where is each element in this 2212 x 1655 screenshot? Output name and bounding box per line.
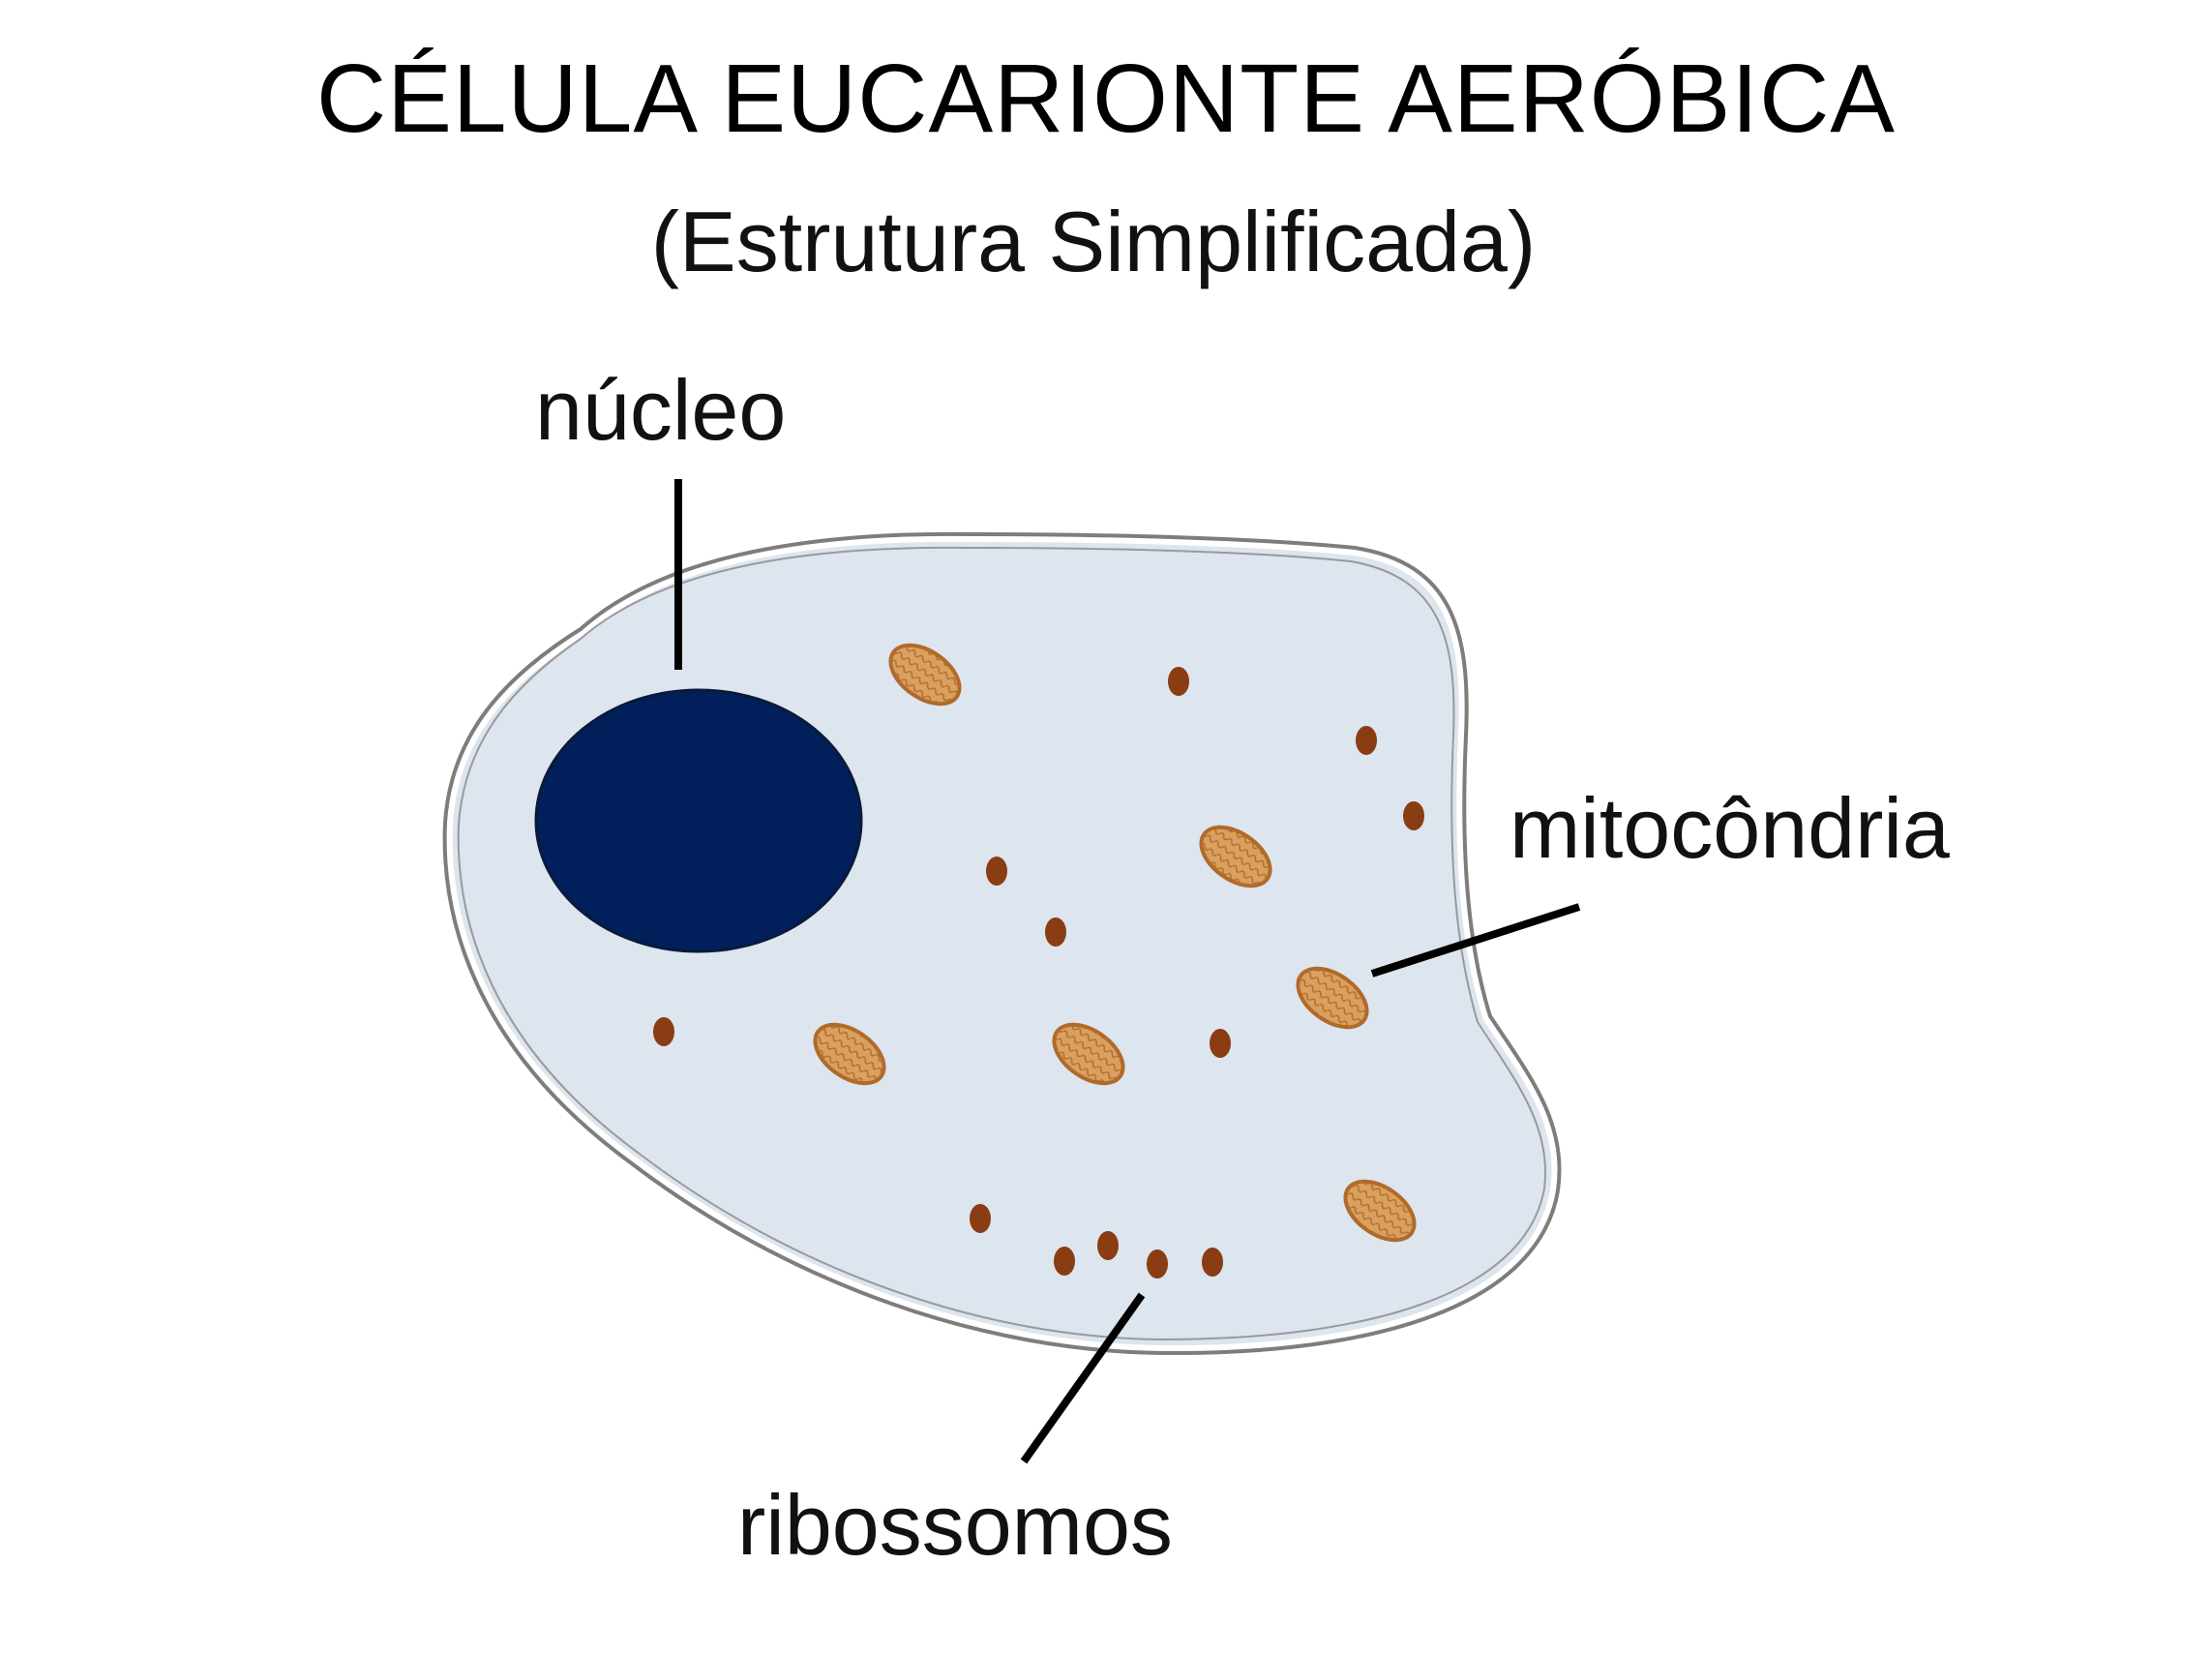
ribosome bbox=[1202, 1248, 1223, 1277]
mitochondria-leader-line bbox=[1370, 903, 1581, 978]
mitochondria-label: mitocôndria bbox=[1510, 780, 1950, 876]
mitochondrion bbox=[1199, 825, 1272, 888]
nucleus-label: núcleo bbox=[535, 362, 787, 458]
ribosome bbox=[1054, 1247, 1075, 1276]
ribosome bbox=[1168, 667, 1189, 696]
mitochondrion bbox=[813, 1022, 886, 1086]
ribosome bbox=[1403, 801, 1424, 830]
ribosome bbox=[1356, 726, 1377, 755]
mitochondria-group bbox=[813, 643, 1417, 1243]
mitochondrion bbox=[1343, 1179, 1417, 1243]
diagram-subtitle: (Estrutura Simplificada) bbox=[650, 194, 1537, 289]
ribosomes-group bbox=[653, 667, 1424, 1279]
ribosome bbox=[653, 1017, 674, 1046]
nucleus bbox=[534, 688, 863, 953]
ribosome bbox=[986, 857, 1007, 886]
ribosome bbox=[1045, 918, 1066, 947]
ribosomes-leader-line bbox=[1020, 1292, 1146, 1464]
mitochondrion bbox=[888, 643, 962, 707]
ribosome bbox=[1210, 1029, 1231, 1058]
ribosome bbox=[1147, 1249, 1168, 1279]
mitochondrion bbox=[1296, 966, 1369, 1030]
ribosomes-label: ribossomos bbox=[737, 1477, 1173, 1573]
diagram-title: CÉLULA EUCARIONTE AERÓBICA bbox=[315, 45, 1896, 153]
ribosome bbox=[970, 1204, 991, 1233]
mitochondrion bbox=[1052, 1022, 1125, 1086]
ribosome bbox=[1097, 1231, 1119, 1260]
